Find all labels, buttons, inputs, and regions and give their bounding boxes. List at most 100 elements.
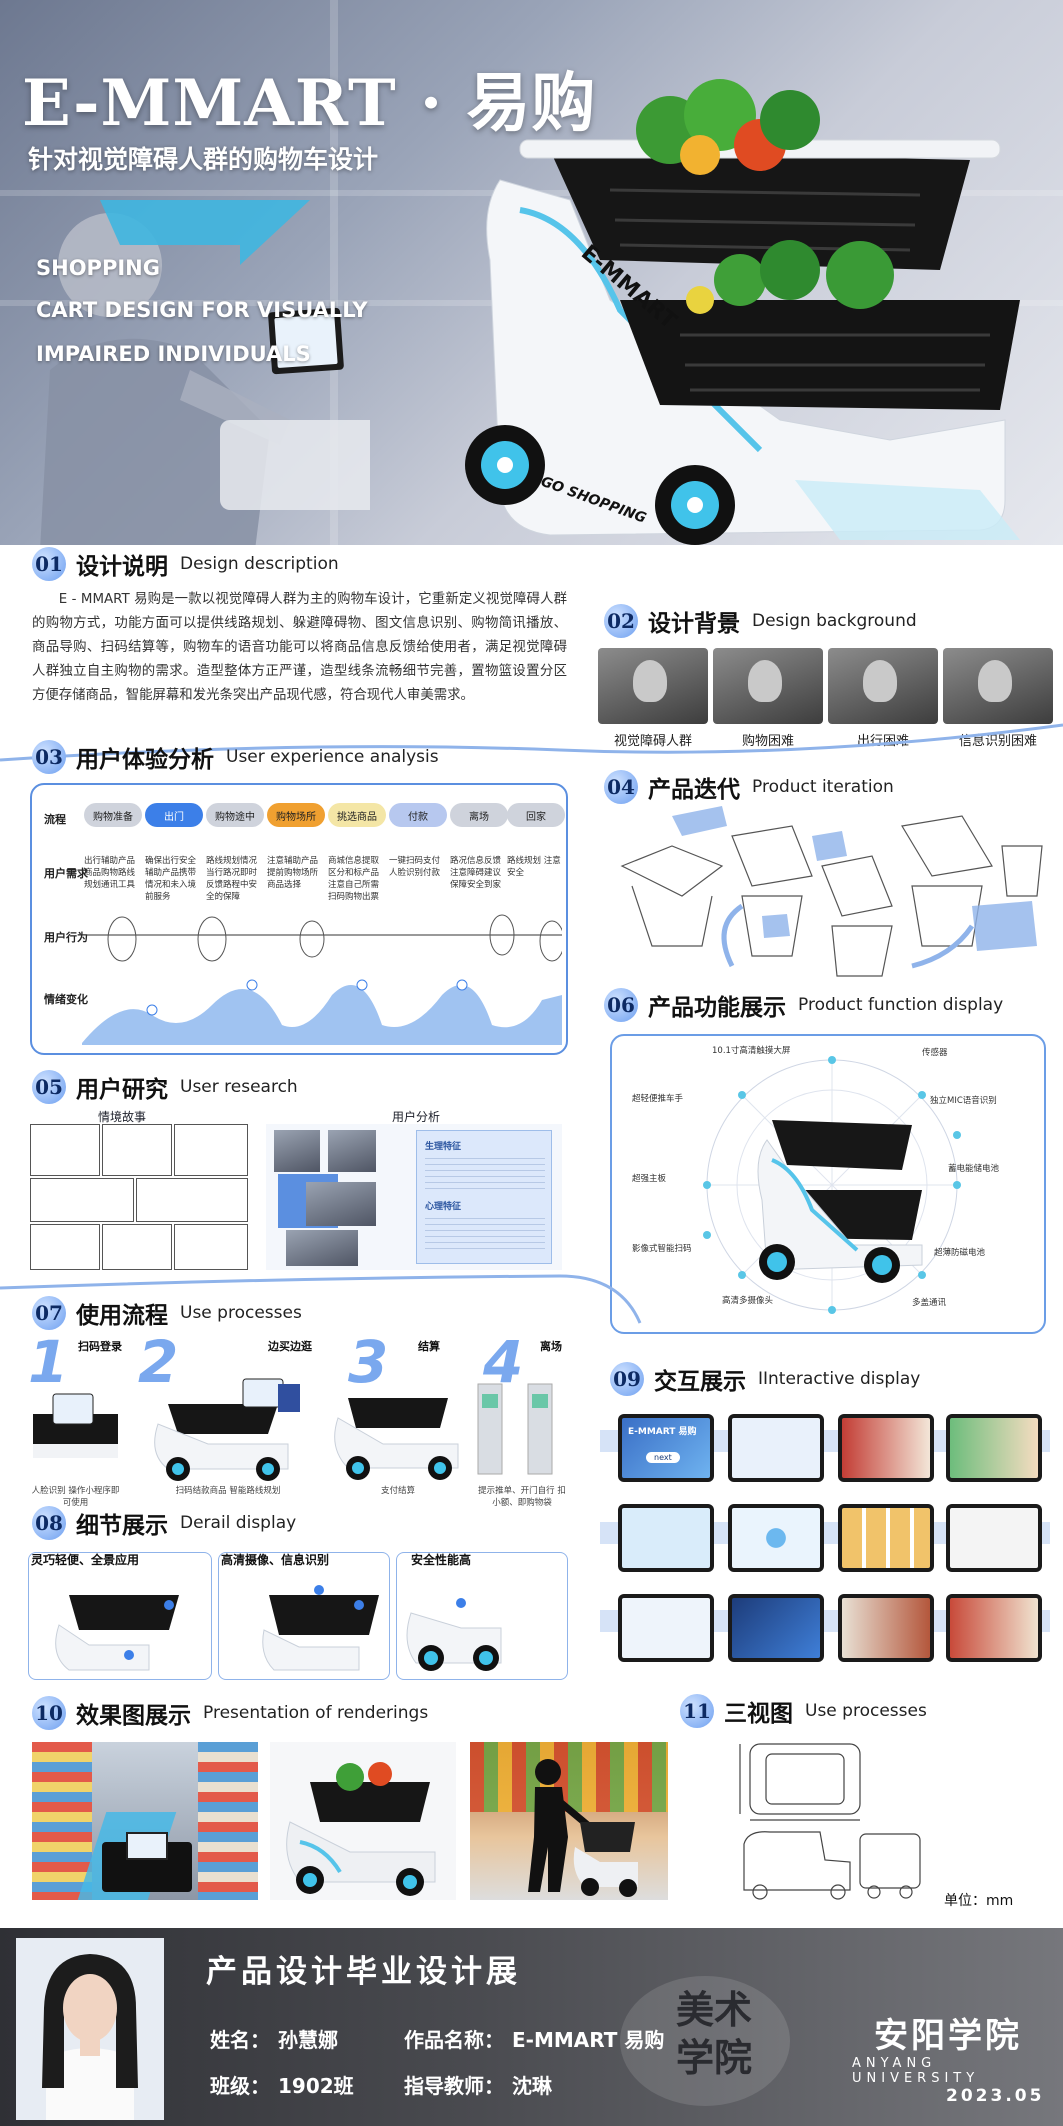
stage-pill: 购物准备: [84, 803, 142, 827]
section-title-en: Presentation of renderings: [203, 1703, 429, 1723]
three-view-drawing: [739, 1743, 921, 1900]
screen-content: [842, 1598, 930, 1658]
comic-panel: [30, 1224, 100, 1270]
section-title-en: Design description: [180, 554, 339, 574]
product-iteration-sketches: [620, 806, 1043, 977]
feature-label: 影像式智能扫码: [632, 1244, 692, 1254]
wave-divider: [0, 723, 1063, 762]
screen-content: [950, 1508, 1038, 1568]
background-caption: 购物困难: [741, 734, 794, 749]
analysis-title: 用户分析: [392, 1110, 441, 1124]
tablet-screen: [618, 1504, 714, 1572]
screen-app-title: E-MMART 易购: [628, 1427, 697, 1437]
user-need-text: 一键扫码支付 人脸识别付款: [389, 856, 441, 878]
user-photo: [274, 1130, 320, 1172]
detail-camera-illustration: [262, 1585, 379, 1671]
step-cart-illustration: [33, 1393, 118, 1458]
stage-pill: 挑选商品: [328, 803, 386, 827]
feature-label: 超薄防磁电池: [934, 1248, 986, 1258]
advisor-label: 指导教师：: [404, 2074, 504, 2098]
detail-title: 灵巧轻便、全景应用: [31, 1553, 140, 1567]
screen-next-button: next: [646, 1452, 680, 1463]
user-need-text: 路线规划情况 当行路况即时 反馈路程中安 全的保障: [206, 856, 258, 902]
tablet-screen: [838, 1504, 934, 1572]
tablet-screen: [838, 1414, 934, 1482]
background-photo: [828, 648, 938, 724]
section-number: 07: [32, 1296, 66, 1330]
hero-banner: E-MMART · 易购 针对视觉障碍人群的购物车设计 SHOPPING CAR…: [0, 0, 1063, 545]
background-item: 购物困难: [713, 648, 823, 749]
tablet-screen: [946, 1414, 1042, 1482]
section-title-en: Product function display: [798, 995, 1004, 1015]
section-02-heading: 02 设计背景 Design background: [604, 604, 917, 638]
detail-box: 高清摄像、信息识别: [218, 1552, 390, 1680]
tablet-screen: [728, 1414, 824, 1482]
blind-person-illustration: [40, 200, 370, 545]
row-label: 用户需求: [44, 867, 88, 880]
section-title-zh: 设计说明: [76, 554, 168, 580]
user-need-text: 商城信息提取 区分和标产品 注意自己所需 扫码购物出票: [328, 856, 380, 902]
stage-pill: 回家: [507, 803, 565, 827]
user-photo: [328, 1130, 376, 1172]
section-title-en: User experience analysis: [226, 747, 439, 767]
screen-content: [950, 1418, 1038, 1478]
tablet-screen: [618, 1594, 714, 1662]
user-photo: [306, 1182, 376, 1226]
user-need-text: 出行辅助产品 商品购物路线 规划通讯工具: [84, 856, 136, 890]
section-11-heading: 11 三视图 Use processes: [680, 1694, 927, 1728]
feature-label: 10.1寸高清触摸大屏: [712, 1046, 791, 1056]
section-title-zh: 产品功能展示: [648, 995, 786, 1021]
interaction-screens-grid: E-MMART 易购 next: [600, 1410, 1050, 1662]
hero-english-line: CART DESIGN FOR VISUALLY: [36, 298, 368, 322]
section-number: 02: [604, 604, 638, 638]
rendering-cart-product: [270, 1742, 456, 1900]
background-caption: 视觉障碍人群: [613, 734, 692, 749]
section-number: 11: [680, 1694, 714, 1728]
section-title-zh: 使用流程: [76, 1303, 168, 1329]
step-number: 2: [138, 1328, 179, 1396]
step-caption: 提示推单、开门自行 扣小额、即购物袋: [478, 1486, 566, 1508]
section-title-en: Use processes: [805, 1701, 927, 1721]
user-experience-panel: 流程 用户需求 用户行为 情绪变化 购物准备 出门 购物途中 购物场所 挑选商品…: [30, 783, 568, 1055]
section-title-en: IInteractive display: [758, 1369, 921, 1389]
storyboard-comic: [30, 1124, 248, 1270]
section-08-heading: 08 细节展示 Derail display: [32, 1506, 296, 1540]
comic-panel: [174, 1124, 248, 1176]
tablet-screen: [946, 1504, 1042, 1572]
section-title-zh: 三视图: [724, 1701, 793, 1727]
background-caption: 信息识别困难: [958, 734, 1037, 749]
detail-wheel-illustration: [406, 1598, 502, 1671]
function-radial-diagram: [703, 1056, 961, 1314]
class-label: 班级：: [210, 2074, 270, 2098]
hero-english-line: SHOPPING: [36, 256, 160, 280]
feature-label: 多盖通讯: [912, 1298, 947, 1308]
story-title: 情境故事: [98, 1110, 147, 1124]
detail-box: 安全性能高: [396, 1552, 568, 1680]
step-title: 离场: [540, 1340, 562, 1353]
step-title: 扫码登录: [78, 1340, 122, 1353]
user-need-text: 注意辅助产品 提前购物场所 商品选择: [267, 856, 319, 890]
section-title-en: Design background: [752, 611, 917, 631]
section-title-zh: 细节展示: [76, 1513, 168, 1539]
detail-cart-illustration: [55, 1595, 179, 1671]
step-number: 1: [28, 1328, 69, 1396]
section-09-heading: 09 交互展示 IInteractive display: [610, 1362, 920, 1396]
step-number: 3: [348, 1328, 389, 1396]
stage-pill: 购物场所: [267, 803, 325, 827]
rendering-store-scene: [470, 1742, 668, 1900]
screen-content: [842, 1508, 930, 1568]
section-number: 05: [32, 1070, 66, 1104]
date-label: 2023.05: [946, 2086, 1045, 2106]
shopper-silhouette: [528, 1759, 638, 1897]
feature-label: 高清多摄像头: [722, 1296, 774, 1306]
class-value: 1902班: [278, 2074, 354, 2098]
background-photo-row: 视觉障碍人群 购物困难 出行困难 信息识别困难: [598, 648, 1053, 749]
user-traits-card: 生理特征 心理特征: [416, 1130, 552, 1264]
stage-pill: 购物途中: [206, 803, 264, 827]
section-number: 06: [604, 988, 638, 1022]
product-function-panel: 10.1寸高清触摸大屏 传感器 超轻便推车手 独立MIC语音识别 超强主板 蓄电…: [610, 1034, 1046, 1334]
section-number: 01: [32, 547, 66, 581]
screen-content: [950, 1598, 1038, 1658]
footer-banner: 产品设计毕业设计展 姓名： 孙慧娜 作品名称： E-MMART 易购 班级： 1…: [0, 1928, 1063, 2126]
screen-content: [622, 1598, 710, 1658]
